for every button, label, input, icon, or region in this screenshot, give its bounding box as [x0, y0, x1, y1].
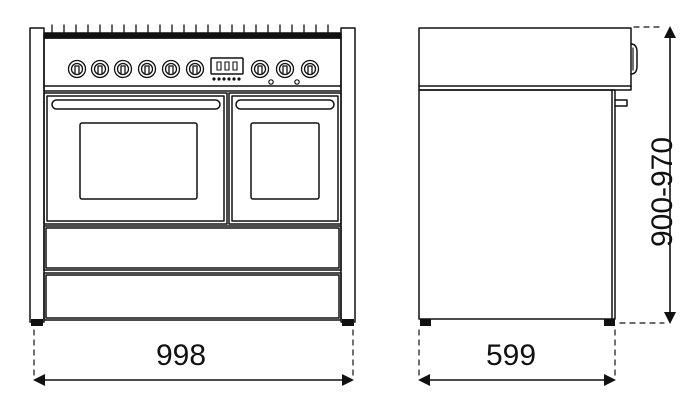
height-dimension-line — [619, 26, 676, 324]
storage-drawers — [43, 225, 342, 321]
knob — [275, 59, 295, 79]
height-dimension-label: 900-970 — [646, 136, 679, 248]
knob — [67, 59, 87, 79]
knob — [300, 59, 320, 79]
pan-support-grates — [51, 24, 329, 34]
width-dimension-line — [33, 329, 354, 386]
knob — [90, 59, 110, 79]
side-view — [418, 27, 638, 326]
control-panel — [43, 37, 342, 92]
auxiliary-oven-handle — [235, 99, 335, 110]
left-side-pillar — [29, 27, 45, 323]
depth-dimension-label: 599 — [486, 339, 537, 372]
control-panel-frame — [43, 37, 342, 92]
width-dimension-label: 998 — [156, 339, 207, 372]
depth-dimension-line — [418, 329, 616, 386]
dimension-lines — [33, 26, 676, 386]
auxiliary-oven-door — [228, 92, 342, 225]
control-knobs — [67, 59, 320, 79]
side-knob-profile — [630, 43, 638, 75]
front-view — [29, 24, 356, 326]
knob — [185, 59, 205, 79]
side-feet — [420, 319, 615, 326]
side-body — [418, 89, 616, 320]
side-cooktop-section — [418, 27, 632, 91]
main-oven-window — [79, 122, 198, 200]
cooktop — [43, 24, 342, 39]
knob — [137, 59, 157, 79]
timer-display — [210, 57, 244, 81]
side-handle-stub — [614, 99, 628, 107]
knob — [113, 59, 133, 79]
knob — [250, 59, 270, 79]
front-feet — [31, 319, 354, 326]
main-oven-handle — [51, 99, 221, 110]
auxiliary-oven-window — [250, 122, 320, 200]
right-side-pillar — [340, 27, 356, 323]
knob — [161, 59, 181, 79]
indicator-lights — [268, 79, 300, 85]
main-oven-door — [43, 92, 228, 225]
